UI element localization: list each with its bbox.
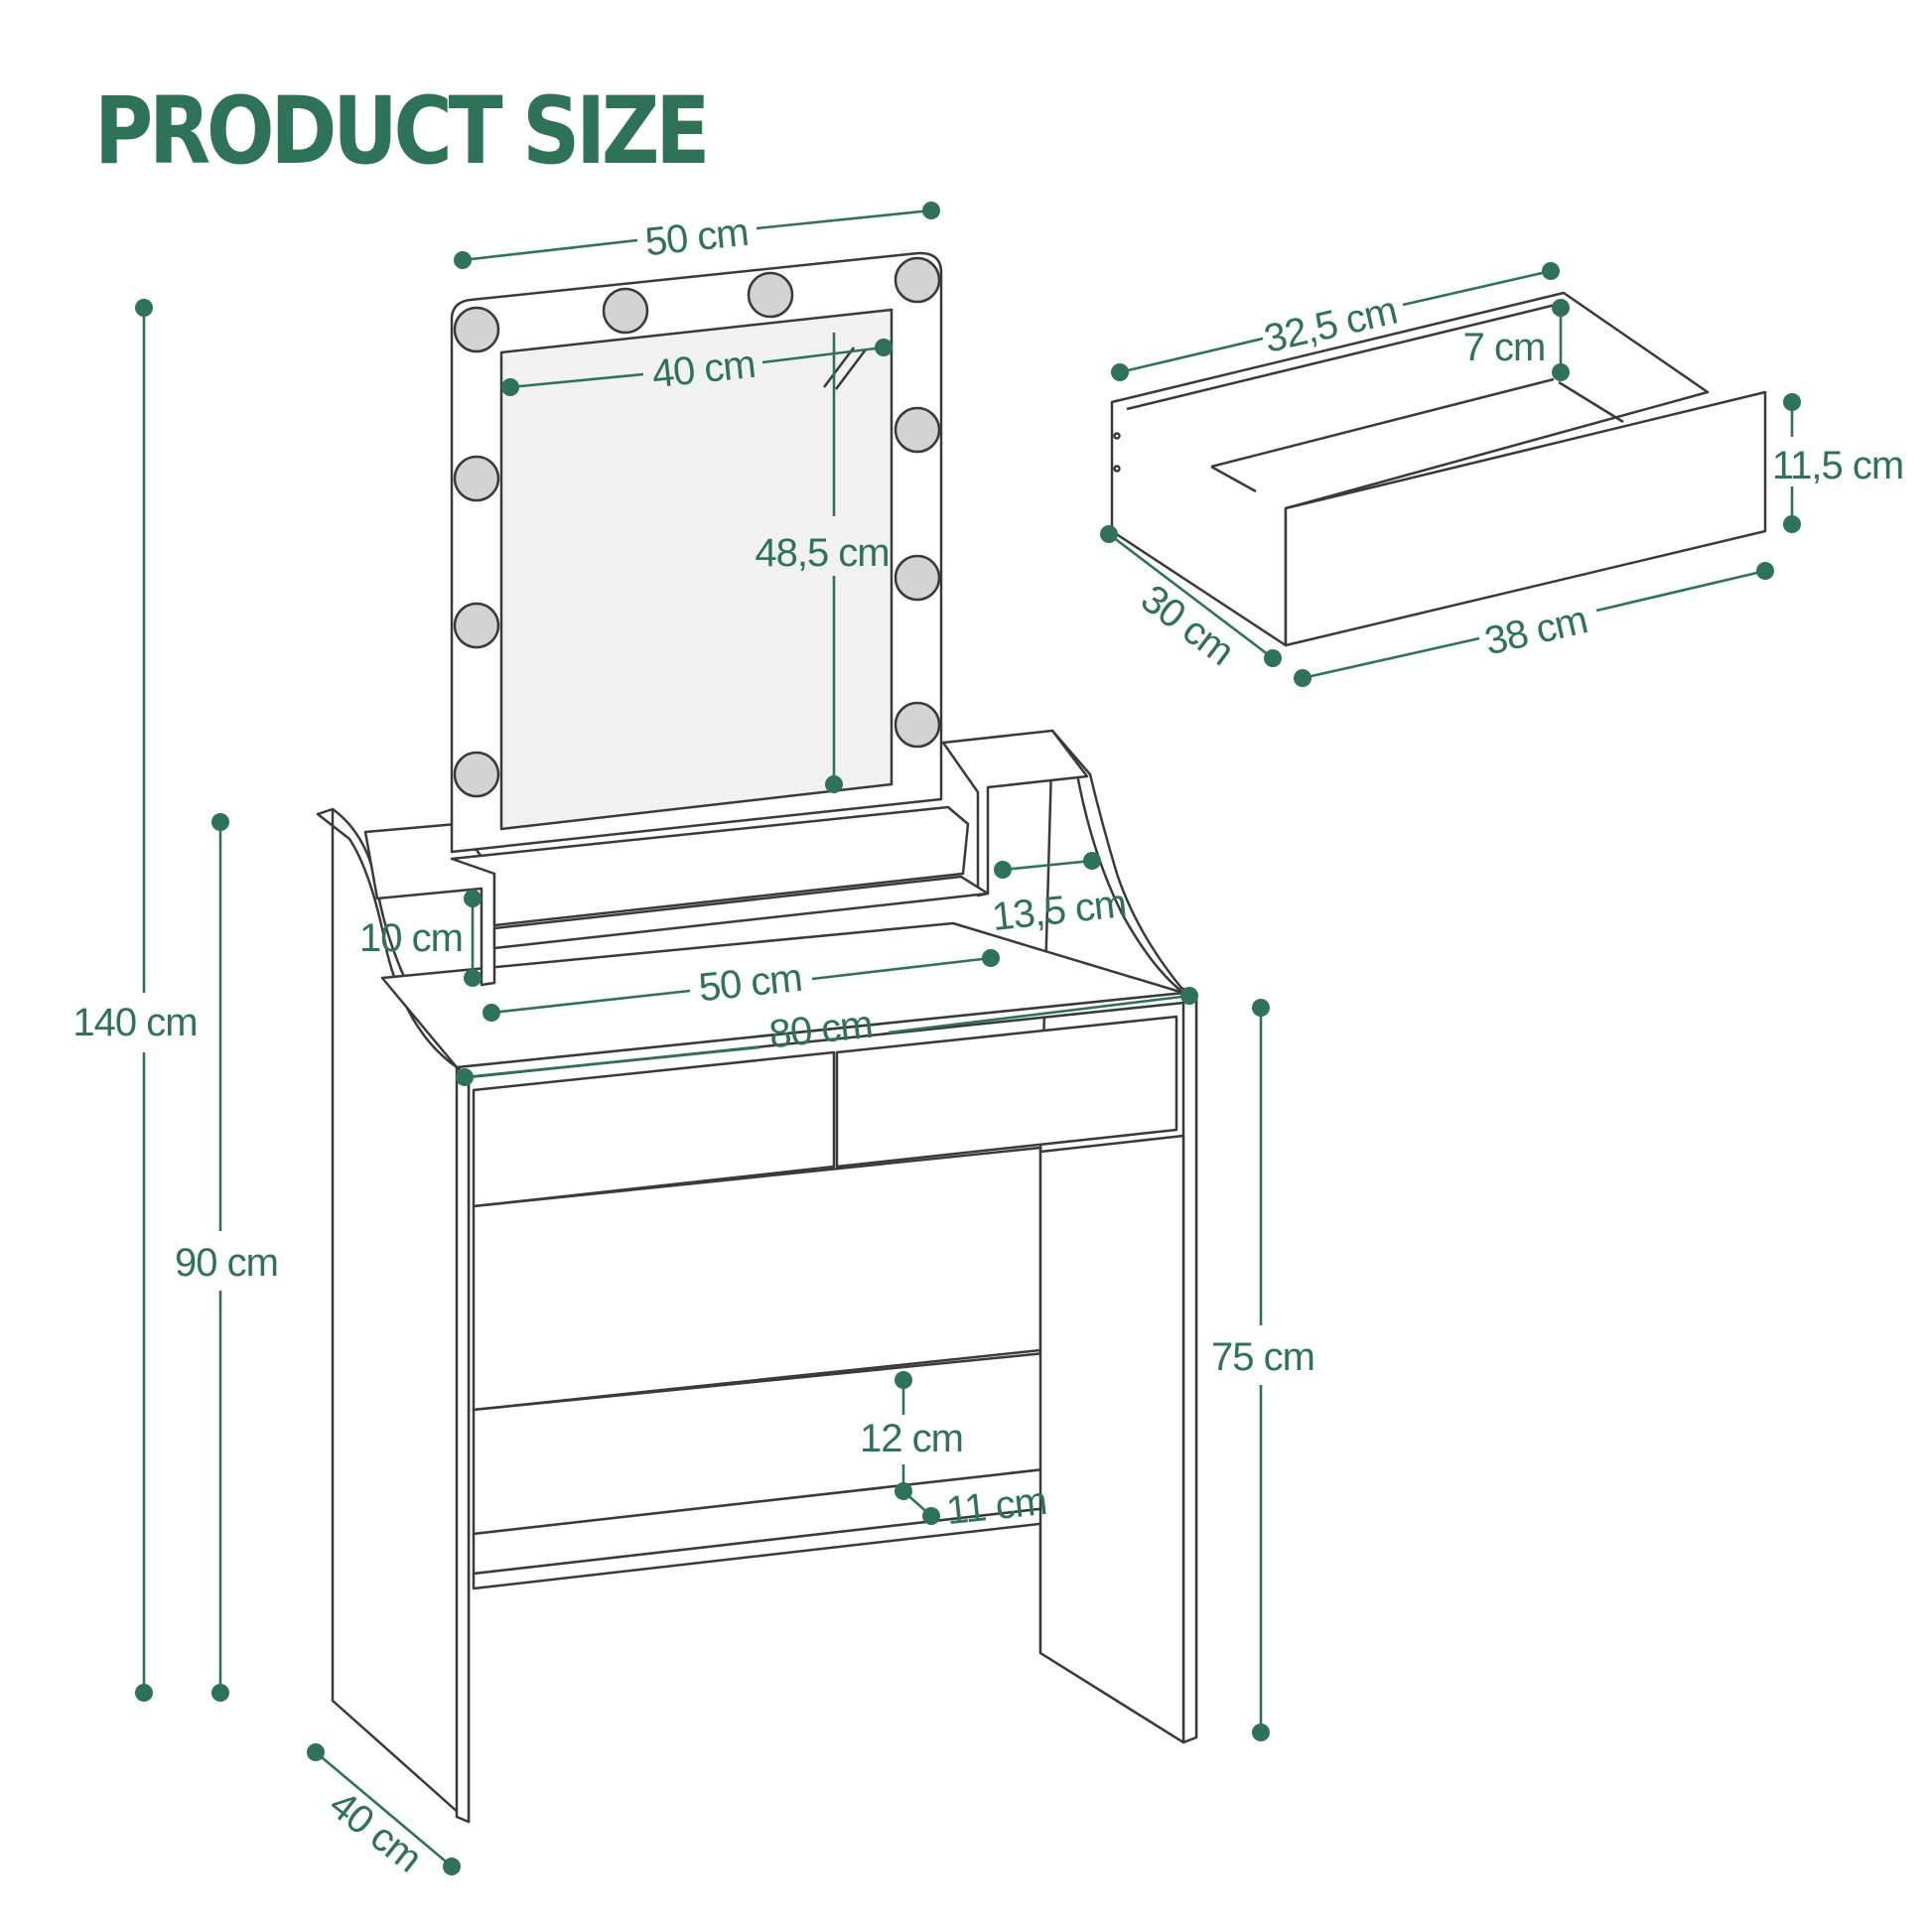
dim-table-height: 90 cm: [175, 813, 279, 1702]
dim-label-depth: 40 cm: [322, 1782, 430, 1880]
drawer-detail: [1110, 291, 1767, 647]
drawer-screw-icon: [1113, 465, 1121, 473]
dim-desk-height: 75 cm: [1211, 999, 1315, 1741]
dim-mirror-width: 50 cm: [454, 202, 940, 269]
bulb-icon: [894, 256, 941, 304]
bulb-icon: [894, 406, 941, 454]
left-side-panel: [316, 807, 471, 1824]
dim-shelf-span: 50 cm: [483, 949, 1000, 1022]
central-upper-step: [450, 805, 970, 927]
bulb-icon: [453, 306, 500, 353]
dim-label-desk-height: 75 cm: [1211, 1335, 1314, 1379]
dim-mirror-glass-height: 48,5 cm: [755, 333, 891, 793]
mirror-bulbs: [453, 256, 941, 798]
dim-label-mirror-width: 50 cm: [643, 210, 751, 265]
desk-shelves: [363, 729, 1089, 987]
bulb-icon: [894, 554, 941, 602]
page-title: PRODUCT SIZE: [94, 77, 710, 186]
right-drawer-front: [835, 1015, 1178, 1169]
drawer-front-panel: [1284, 390, 1767, 647]
dim-width: 80 cm: [456, 987, 1198, 1086]
dim-mirror-glass-width: 40 cm: [501, 339, 893, 396]
dim-drawer-inner-height: 7 cm: [1463, 299, 1570, 381]
bulb-icon: [453, 751, 500, 798]
dim-label-drawer-front-height: 11,5 cm: [1772, 444, 1903, 487]
dim-total-height: 140 cm: [72, 299, 199, 1702]
left-drawer-front: [472, 1050, 836, 1208]
dim-label-mirror-glass-height: 48,5 cm: [755, 531, 889, 575]
dim-label-mirror-glass-width: 40 cm: [650, 343, 758, 397]
lighted-mirror: [450, 251, 943, 854]
mirror-glare: [823, 346, 867, 390]
dim-label-footrest-depth: 11 cm: [944, 1479, 1048, 1533]
bulb-icon: [453, 455, 500, 502]
dim-label-shelf-span: 50 cm: [697, 956, 804, 1011]
dim-label-footrest-height: 12 cm: [860, 1417, 963, 1460]
bulb-icon: [747, 271, 794, 319]
dim-label-drawer-inner-height: 7 cm: [1463, 326, 1546, 369]
right-shelf-box: [941, 729, 1089, 897]
dim-footrest-height: 12 cm: [860, 1371, 964, 1500]
bulb-icon: [602, 287, 649, 335]
mirror-glass: [499, 308, 894, 831]
dim-label-drawer-width: 38 cm: [1480, 598, 1590, 663]
dim-label-width: 80 cm: [767, 1003, 875, 1057]
dim-label-total-height: 140 cm: [72, 1001, 197, 1044]
drawer-inner-back: [1126, 301, 1624, 493]
left-leg-front: [455, 1065, 471, 1824]
right-leg-panel: [1038, 1134, 1185, 1744]
drawer-screw-icon: [1113, 432, 1121, 440]
vanity-table: [316, 729, 1198, 1824]
right-side-panel-edge: [1075, 773, 1184, 994]
bulb-icon: [894, 701, 941, 749]
dim-label-shelf-height: 10 cm: [359, 916, 463, 960]
dim-drawer-front-height: 11,5 cm: [1772, 393, 1904, 533]
dim-footrest-depth: 11 cm: [902, 1479, 1048, 1533]
dim-label-table-height: 90 cm: [175, 1241, 278, 1285]
bulb-icon: [453, 602, 500, 649]
dim-shelf-height: 10 cm: [359, 890, 482, 987]
central-lower-step: [492, 875, 990, 950]
